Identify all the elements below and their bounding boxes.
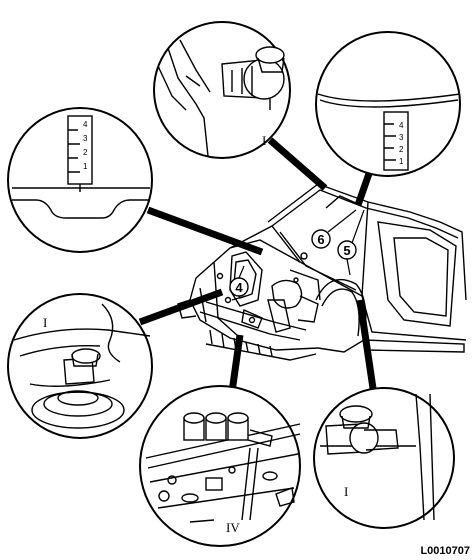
svg-text:I: I xyxy=(262,133,266,148)
svg-text:I: I xyxy=(43,315,47,330)
detail-bottom-tool: IV xyxy=(139,385,301,547)
detail-right-bottom-gauge: I xyxy=(313,387,455,529)
svg-text:1: 1 xyxy=(399,157,404,166)
svg-text:4: 4 xyxy=(83,120,88,129)
figure-id: L0010707 xyxy=(420,545,470,557)
svg-text:1: 1 xyxy=(83,162,88,171)
detail-left-scale: 4 3 2 1 xyxy=(7,107,153,253)
leader-left-gauge xyxy=(138,288,224,326)
callout-5: 5 xyxy=(337,240,357,260)
leader-left-scale xyxy=(146,206,264,256)
svg-text:2: 2 xyxy=(399,145,404,154)
leader-lines xyxy=(138,137,379,403)
svg-text:5: 5 xyxy=(343,243,350,258)
svg-text:4: 4 xyxy=(399,121,404,130)
callout-4: 4 xyxy=(229,277,249,297)
svg-text:6: 6 xyxy=(317,232,324,247)
leader-top-gauge xyxy=(267,137,328,191)
detail-right-gauge: 4 3 2 1 xyxy=(315,31,461,177)
callout-6: 6 xyxy=(311,229,331,249)
leader-bottom-right xyxy=(356,299,379,403)
svg-text:3: 3 xyxy=(399,133,404,142)
car-body-frame xyxy=(177,183,467,361)
svg-text:IV: IV xyxy=(226,520,240,535)
detail-top-gauge: I xyxy=(153,21,291,159)
leader-bottom-tool xyxy=(228,334,244,393)
detail-left-gauge: I xyxy=(7,293,153,439)
callout-pointers xyxy=(238,209,365,279)
svg-text:4: 4 xyxy=(235,280,243,295)
svg-text:I: I xyxy=(344,484,348,499)
svg-text:2: 2 xyxy=(83,148,88,157)
svg-text:3: 3 xyxy=(83,134,88,143)
